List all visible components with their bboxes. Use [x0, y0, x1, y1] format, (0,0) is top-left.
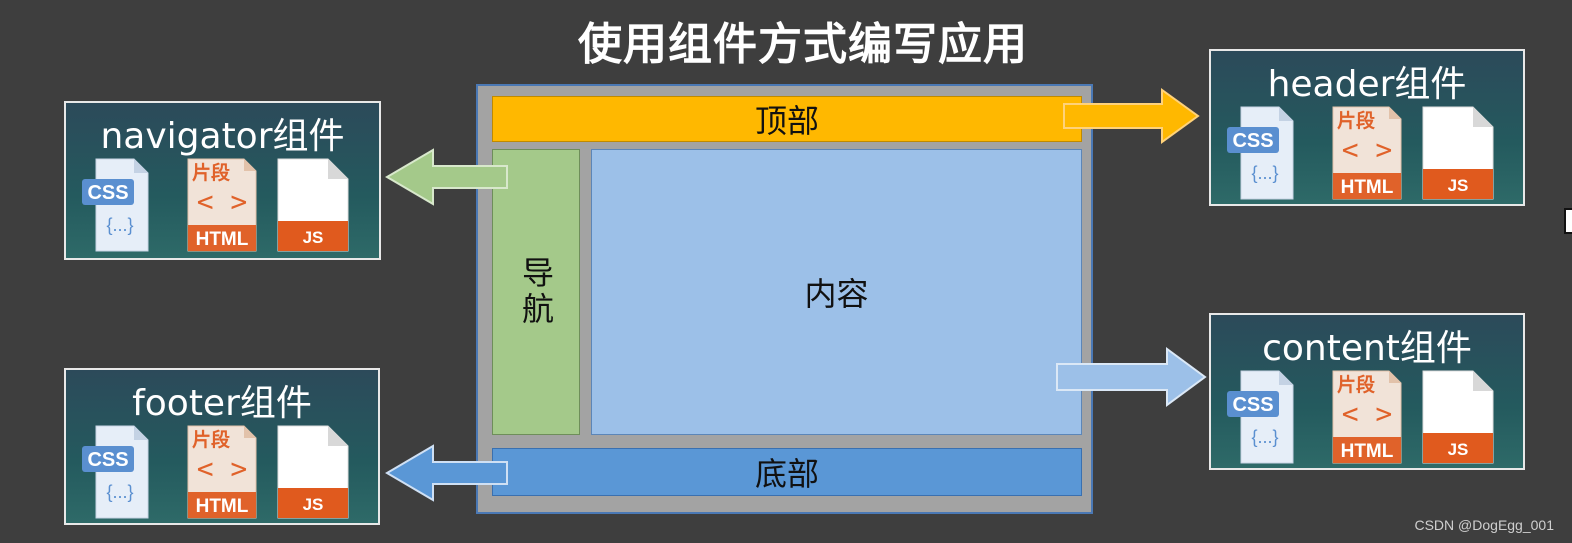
- arrow-to-header: [1063, 88, 1200, 144]
- html-tag-label: 片段: [192, 428, 231, 451]
- layout-top-label: 顶部: [754, 102, 819, 140]
- arrow-to-content: [1056, 347, 1207, 407]
- header-component-card: header组件 CSS {...} 片段< > HTML JS: [1209, 49, 1525, 206]
- layout-bottom-label: 底部: [754, 455, 819, 493]
- file-icons: CSS {...} 片段< > HTML JS: [82, 425, 349, 519]
- js-file-icon: JS: [1422, 106, 1494, 200]
- app-layout-diagram: 顶部 导航 内容 底部: [476, 84, 1093, 514]
- css-file-icon: CSS {...}: [1227, 106, 1294, 200]
- layout-content-label: 内容: [804, 275, 869, 313]
- css-label: CSS: [1232, 394, 1273, 416]
- js-label: JS: [303, 495, 324, 514]
- layout-nav-label: 导航: [517, 256, 555, 328]
- html-tag-label: 片段: [1337, 373, 1376, 396]
- html-snippet-icon: 片段< > HTML: [1332, 106, 1402, 200]
- js-file-icon: JS: [277, 425, 349, 519]
- html-glyph: < >: [1342, 397, 1393, 430]
- html-label: HTML: [1341, 441, 1394, 462]
- navigator-card-title: navigator组件: [100, 116, 345, 157]
- css-file-icon: CSS {...}: [1227, 370, 1294, 464]
- content-card-title: content组件: [1262, 328, 1472, 369]
- css-label: CSS: [1232, 130, 1273, 152]
- js-label: JS: [1448, 176, 1469, 195]
- html-snippet-icon: 片段< > HTML: [187, 158, 257, 252]
- layout-content-region: 内容: [591, 149, 1082, 435]
- html-snippet-icon: 片段< > HTML: [187, 425, 257, 519]
- header-card-title: header组件: [1267, 64, 1467, 105]
- js-label: JS: [1448, 440, 1469, 459]
- js-file-icon: JS: [277, 158, 349, 252]
- js-label: JS: [303, 228, 324, 247]
- css-body-label: {...}: [1251, 427, 1278, 447]
- html-snippet-icon: 片段< > HTML: [1332, 370, 1402, 464]
- js-file-icon: JS: [1422, 370, 1494, 464]
- html-glyph: < >: [1342, 133, 1393, 166]
- css-body-label: {...}: [106, 215, 133, 235]
- file-icons: CSS {...} 片段< > HTML JS: [82, 158, 349, 252]
- html-label: HTML: [196, 229, 249, 250]
- footer-card-title: footer组件: [132, 383, 312, 424]
- arrow-to-footer: [385, 444, 508, 502]
- css-label: CSS: [87, 449, 128, 471]
- layout-nav-region: 导航: [492, 149, 580, 435]
- css-body-label: {...}: [106, 482, 133, 502]
- css-label: CSS: [87, 182, 128, 204]
- layout-bottom-region: 底部: [492, 448, 1082, 496]
- html-glyph: < >: [197, 185, 248, 218]
- html-label: HTML: [196, 496, 249, 517]
- file-icons: CSS {...} 片段< > HTML JS: [1227, 106, 1494, 200]
- html-label: HTML: [1341, 177, 1394, 198]
- file-icons: CSS {...} 片段< > HTML JS: [1227, 370, 1494, 464]
- edge-marker: [1564, 208, 1572, 234]
- arrow-to-navigator: [385, 148, 508, 206]
- css-file-icon: CSS {...}: [82, 158, 149, 252]
- layout-top-region: 顶部: [492, 96, 1082, 142]
- css-body-label: {...}: [1251, 163, 1278, 183]
- watermark: CSDN @DogEgg_001: [1414, 517, 1554, 533]
- html-glyph: < >: [197, 452, 248, 485]
- html-tag-label: 片段: [192, 161, 231, 184]
- diagram-title: 使用组件方式编写应用: [578, 19, 1028, 70]
- css-file-icon: CSS {...}: [82, 425, 149, 519]
- content-component-card: content组件 CSS {...} 片段< > HTML JS: [1209, 313, 1525, 470]
- navigator-component-card: navigator组件 CSS {...} 片段< > HTML JS: [64, 101, 381, 260]
- html-tag-label: 片段: [1337, 109, 1376, 132]
- footer-component-card: footer组件 CSS {...} 片段< > HTML JS: [64, 368, 380, 525]
